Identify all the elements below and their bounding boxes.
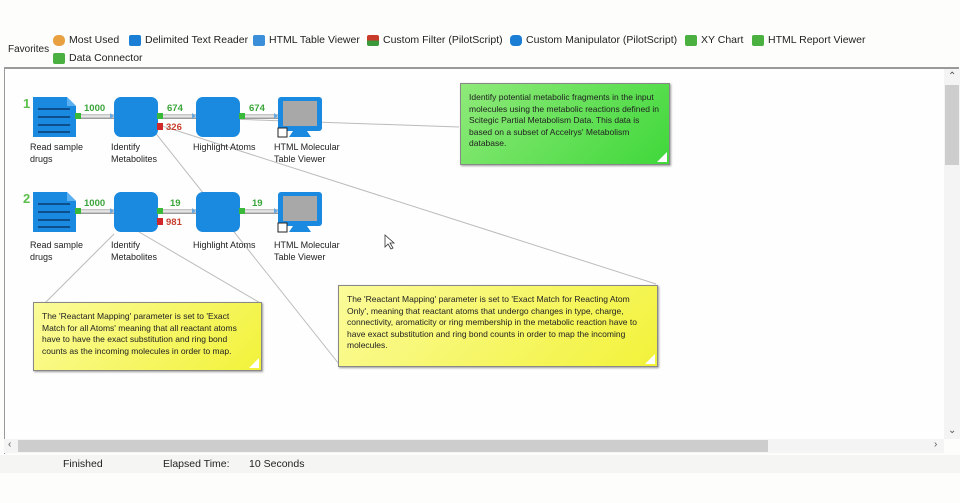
component-icon[interactable]: [196, 97, 240, 137]
note-fold-corner: [657, 152, 667, 162]
pipe: [76, 209, 114, 214]
note-text: Identify potential metabolic fragments i…: [469, 92, 659, 148]
pipeline-number: 1: [23, 96, 31, 111]
note-fold-corner: [249, 358, 259, 368]
count-label: 674: [167, 103, 183, 114]
toolbar-divider: [4, 67, 959, 69]
count-label: 674: [249, 103, 265, 114]
favorite-html-table-viewer[interactable]: HTML Table Viewer: [253, 34, 360, 46]
favorite-label: Custom Filter (PilotScript): [383, 34, 503, 46]
favorite-label: HTML Report Viewer: [768, 34, 866, 46]
note-connector-line: [155, 123, 657, 285]
favorites-label: Favorites: [8, 44, 50, 55]
connector-icon: [53, 52, 65, 64]
favorite-most-used[interactable]: Most Used: [53, 34, 119, 46]
fail-port[interactable]: [157, 218, 163, 225]
filter-icon: [367, 34, 379, 46]
favorite-label: Data Connector: [69, 52, 143, 64]
canvas-border: [4, 69, 5, 454]
pipe: [240, 114, 278, 119]
pass-port[interactable]: [157, 208, 163, 214]
note-fold-corner: [645, 354, 655, 364]
pipe: [76, 114, 114, 119]
favorite-label: Delimited Text Reader: [145, 34, 249, 46]
scroll-right-icon[interactable]: ›: [934, 439, 938, 450]
scroll-up-icon[interactable]: ⌃: [948, 71, 957, 82]
chart-icon: [685, 34, 697, 46]
elapsed-time-value: 10 Seconds: [249, 458, 305, 470]
canvas-drawing: [33, 97, 657, 365]
mouse-cursor-icon: [384, 234, 396, 250]
favorite-html-report-viewer[interactable]: HTML Report Viewer: [752, 34, 865, 46]
component-icon[interactable]: [114, 192, 158, 232]
fail-count-label: 981: [166, 217, 182, 228]
favorite-label: XY Chart: [701, 34, 744, 46]
shortcut-icon: [277, 222, 288, 233]
count-label: 19: [170, 198, 181, 209]
vertical-scrollbar[interactable]: ⌃ ⌄: [944, 69, 960, 439]
pass-port[interactable]: [239, 113, 245, 119]
favorite-custom-filter[interactable]: Custom Filter (PilotScript): [367, 34, 503, 46]
folder-star-icon: [53, 34, 65, 46]
horizontal-scrollbar[interactable]: ‹ ›: [4, 439, 944, 453]
note-connector-line: [33, 233, 115, 315]
status-state: Finished: [63, 458, 103, 470]
node-label: Highlight Atoms: [193, 240, 256, 250]
node-label: Highlight Atoms: [193, 142, 256, 152]
monitor-icon: [253, 34, 265, 46]
sticky-note-left[interactable]: The 'Reactant Mapping' parameter is set …: [33, 302, 262, 371]
pipe: [240, 209, 278, 214]
count-label: 19: [252, 198, 263, 209]
pass-port[interactable]: [75, 208, 81, 214]
component-icon[interactable]: [114, 97, 158, 137]
favorite-label: Custom Manipulator (PilotScript): [526, 34, 678, 46]
note-text: The 'Reactant Mapping' parameter is set …: [42, 311, 237, 356]
favorite-label: HTML Table Viewer: [269, 34, 360, 46]
horizontal-scroll-thumb[interactable]: [18, 440, 768, 452]
sticky-note-right[interactable]: The 'Reactant Mapping' parameter is set …: [338, 285, 658, 367]
shortcut-icon: [277, 127, 288, 138]
pipeline-2: [33, 192, 322, 233]
scroll-left-icon[interactable]: ‹: [8, 439, 12, 450]
monitor-icon: [752, 34, 764, 46]
sticky-note-green[interactable]: Identify potential metabolic fragments i…: [460, 83, 670, 165]
status-bar: Finished Elapsed Time: 10 Seconds: [0, 455, 960, 473]
note-connector-line: [141, 115, 340, 365]
pass-port[interactable]: [75, 113, 81, 119]
favorite-delimited-text-reader[interactable]: Delimited Text Reader: [129, 34, 248, 46]
favorite-data-connector[interactable]: Data Connector: [53, 52, 143, 64]
manipulator-icon: [510, 34, 522, 46]
favorite-label: Most Used: [69, 34, 120, 46]
pass-port[interactable]: [239, 208, 245, 214]
note-text: The 'Reactant Mapping' parameter is set …: [347, 294, 637, 350]
pipe: [158, 209, 196, 214]
vertical-scroll-thumb[interactable]: [945, 85, 959, 165]
component-icon[interactable]: [196, 192, 240, 232]
fail-port[interactable]: [157, 123, 163, 130]
count-label: 1000: [84, 198, 106, 209]
favorite-xy-chart[interactable]: XY Chart: [685, 34, 743, 46]
favorite-custom-manipulator[interactable]: Custom Manipulator (PilotScript): [510, 34, 677, 46]
pipe: [158, 114, 196, 119]
elapsed-time-label: Elapsed Time:: [163, 458, 230, 470]
pipeline-number: 2: [23, 191, 31, 206]
favorites-toolbar: Favorites Most Used Delimited Text Reade…: [0, 30, 960, 68]
note-connector-line: [133, 228, 263, 305]
fail-count-label: 326: [166, 122, 182, 133]
pipeline-1: [33, 97, 322, 138]
document-icon: [129, 34, 141, 46]
pass-port[interactable]: [157, 113, 163, 119]
count-label: 1000: [84, 103, 106, 114]
scroll-down-icon[interactable]: ⌄: [948, 425, 957, 436]
